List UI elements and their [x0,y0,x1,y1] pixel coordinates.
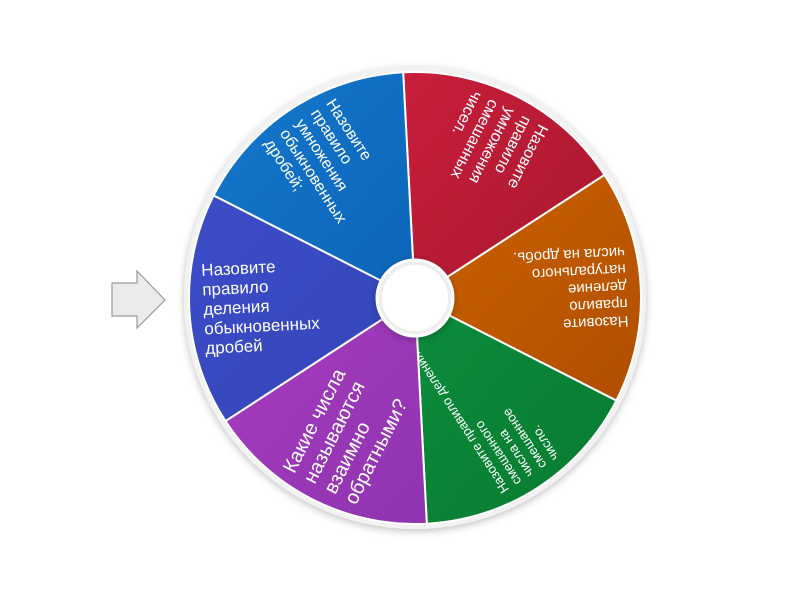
segment-label-indigo: Назовитеправилоделенияобыкновенныхдробей [201,255,322,358]
segment-text-line: деления [203,297,270,319]
segment-text-line: правило [569,295,628,315]
wheel-segment-indigo[interactable] [188,194,417,423]
pointer-arrow [111,269,166,330]
segment-text-line: дробей [205,336,263,358]
segment-text-line: натурального [531,260,626,282]
segment-text: Назовитеправилоделениенатуральногочисла … [513,243,629,335]
segment-text-line: деление [568,278,628,298]
segment-text: Назовитеправилоделенияобыкновенныхдробей [201,255,322,358]
segment-text-line: Назовите [563,312,629,332]
wheel-segment-blue[interactable] [212,71,417,300]
arrow-right-icon [111,269,166,330]
wheel-segment-orange[interactable] [413,173,642,402]
wheel-hub-center [382,265,448,331]
wheel[interactable]: Назовитеправилоумножениясмешанныхчисел.Н… [188,71,642,525]
wheel-segment-red[interactable] [402,71,606,300]
segment-text-line: числа на дробь. [513,243,626,266]
wheel-segment-purple[interactable] [224,296,428,525]
segment-text-line: Назовите [201,257,276,280]
segment-label-orange: Назовитеправилоделениенатуральногочисла … [513,243,629,335]
segment-text-line: правило [202,277,269,299]
wheel-segment-green[interactable] [413,296,618,525]
